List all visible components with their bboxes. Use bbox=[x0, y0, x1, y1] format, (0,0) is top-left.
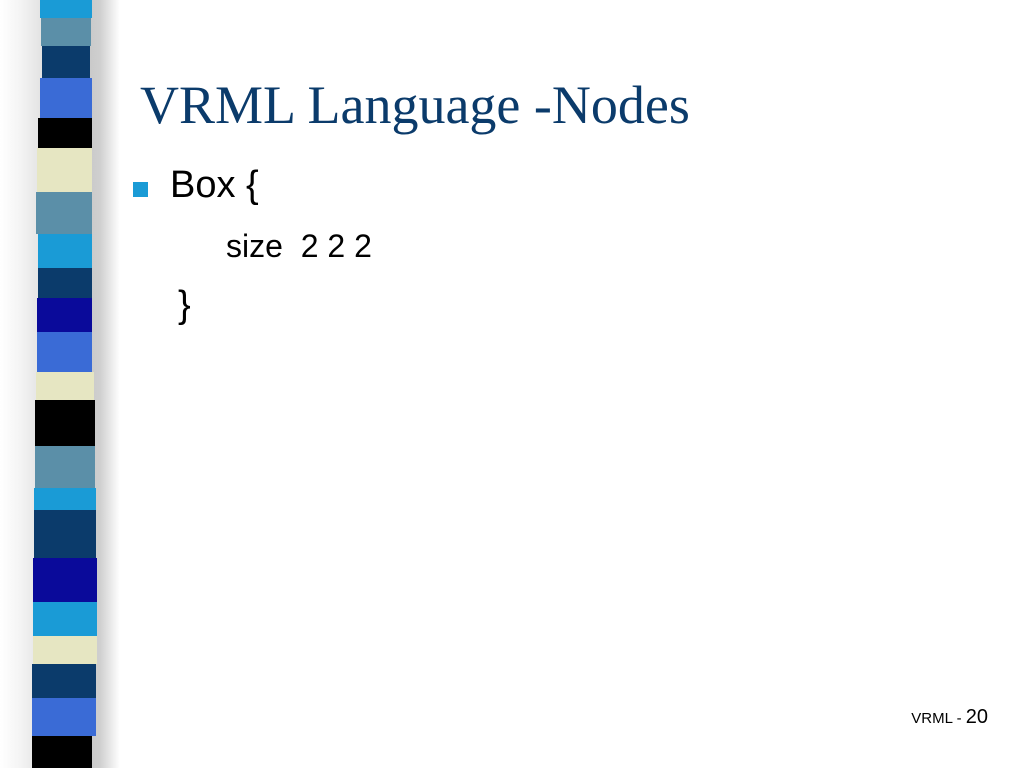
decorative-stripe bbox=[36, 192, 92, 234]
decorative-stripe bbox=[37, 298, 92, 332]
decorative-stripe bbox=[37, 148, 92, 192]
decorative-stripe bbox=[37, 332, 92, 372]
slide-title: VRML Language -Nodes bbox=[140, 75, 690, 135]
decorative-stripe-band bbox=[0, 0, 120, 768]
decorative-stripe bbox=[33, 636, 97, 664]
footer-label: VRML - bbox=[911, 710, 966, 727]
decorative-stripe bbox=[42, 46, 90, 78]
decorative-stripe bbox=[34, 488, 96, 510]
decorative-stripe bbox=[33, 602, 97, 636]
decorative-stripe bbox=[33, 558, 97, 602]
slide-footer: VRML - 20 bbox=[911, 706, 988, 729]
decorative-stripe bbox=[34, 510, 96, 558]
decorative-stripe bbox=[40, 78, 92, 118]
decorative-stripe bbox=[38, 268, 92, 298]
decorative-stripe bbox=[32, 736, 92, 768]
decorative-stripe bbox=[35, 400, 95, 446]
decorative-stripe bbox=[36, 372, 94, 400]
page-number: 20 bbox=[965, 706, 988, 728]
body-line-box-close: } bbox=[178, 284, 191, 326]
decorative-stripe bbox=[32, 664, 96, 698]
decorative-stripe bbox=[38, 118, 92, 148]
body-line-box-open: Box { bbox=[170, 164, 259, 206]
square-bullet-icon bbox=[133, 182, 148, 197]
decorative-stripe bbox=[32, 698, 96, 736]
body-line-size: size 2 2 2 bbox=[226, 228, 372, 264]
decorative-stripe bbox=[41, 18, 91, 46]
decorative-stripe bbox=[35, 446, 95, 488]
decorative-stripe bbox=[38, 234, 92, 268]
decorative-stripe bbox=[40, 0, 92, 18]
